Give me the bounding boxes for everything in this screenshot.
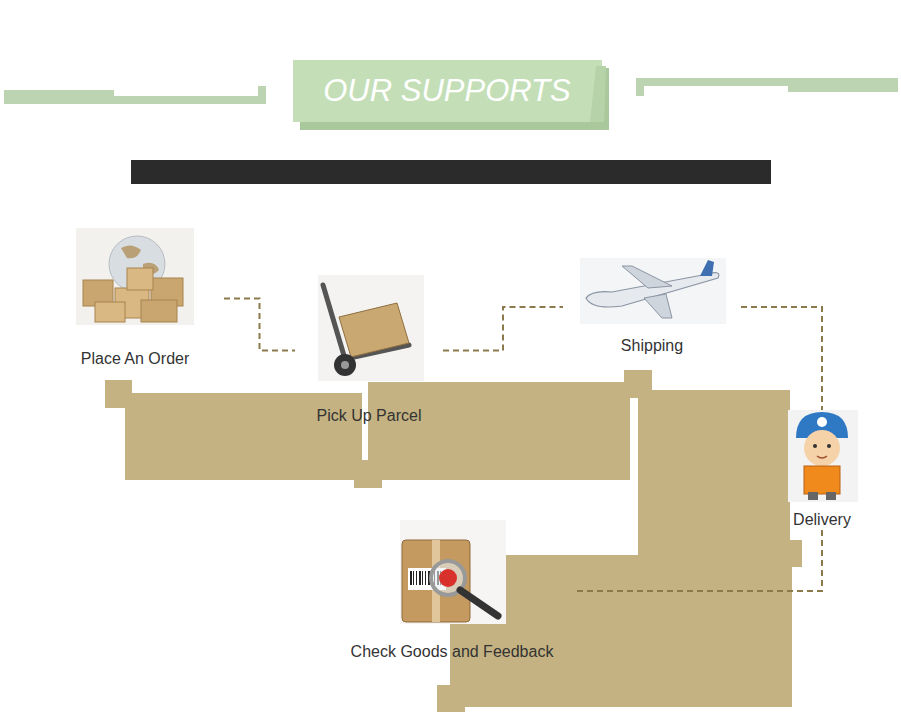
black-bar [131,160,771,184]
flow-connector [741,307,822,410]
step-node: Check Goods and Feedback [328,520,576,662]
step-icon [567,258,737,336]
flow-connector [443,307,563,351]
step-label: Shipping [563,336,741,356]
step-label: Delivery [768,510,876,530]
step-icon [332,520,572,642]
step-node: Place An Order [46,228,224,369]
step-label: Pick Up Parcel [295,406,443,426]
step-icon [299,275,439,406]
step-node: Shipping [563,258,741,356]
step-node: Delivery [768,410,876,530]
step-node: Pick Up Parcel [295,275,443,426]
step-icon [772,410,872,510]
step-label: Place An Order [46,349,224,369]
step-icon [50,228,220,349]
flow-connector [224,299,295,351]
title-text: OUR SUPPORTS [323,73,570,109]
flow-connector [576,530,822,591]
step-label: Check Goods and Feedback [328,642,576,662]
